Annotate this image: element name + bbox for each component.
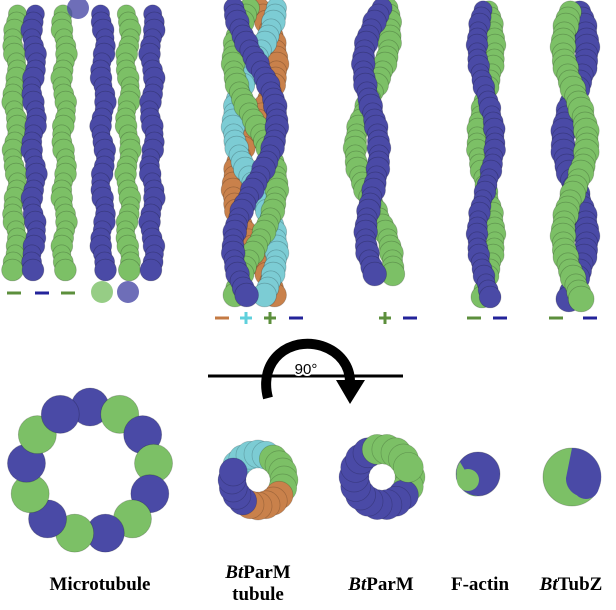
bt-parm-tubule-side-view <box>220 0 290 308</box>
bt-parm-side-view <box>342 0 406 287</box>
f-actin-cross-section <box>455 451 501 497</box>
label-bt-parm-tubule: BtParM tubule <box>208 562 308 606</box>
rotation-angle-label: 90° <box>295 361 318 378</box>
label-bt-tubz-species: Bt <box>539 574 558 595</box>
polarity-bt-parm <box>379 312 417 324</box>
label-bt-tubz-protein: TubZ <box>557 574 603 595</box>
label-bt-parm-tubule-protein: ParM <box>243 562 291 583</box>
microtubule-cross-section <box>7 387 173 553</box>
bt-tubz-side-view <box>549 0 601 313</box>
label-microtubule: Microtubule <box>49 574 151 595</box>
label-bt-parm: BtParM <box>336 574 426 596</box>
rotation-arrow-head <box>336 380 365 404</box>
label-bt-parm-protein: ParM <box>366 574 414 595</box>
bt-tubz-cross-section <box>542 447 602 507</box>
label-bt-parm-tubule-line2: tubule <box>232 584 284 605</box>
f-actin-side-view <box>465 0 507 309</box>
bt-parm-tubule-cross-section <box>217 439 299 521</box>
label-bt-tubz: BtTubZ <box>528 574 614 596</box>
bt-parm-tubule-lumen <box>249 471 267 489</box>
polarity-bt-parm-tubule <box>215 312 303 324</box>
polarity-bt-tubz <box>549 316 597 320</box>
bt-parm-cross-section <box>338 434 426 520</box>
label-bt-parm-tubule-species: Bt <box>225 562 244 583</box>
rotation-arrow-curve <box>261 338 355 400</box>
microtubule-side-view <box>1 0 166 303</box>
label-f-actin: F-actin <box>450 574 510 595</box>
label-bt-parm-species: Bt <box>348 574 367 595</box>
polarity-microtubule <box>7 291 75 295</box>
polarity-f-actin <box>467 316 507 320</box>
rotation-indicator: 90° <box>208 338 403 404</box>
bt-parm-lumen <box>371 466 393 488</box>
